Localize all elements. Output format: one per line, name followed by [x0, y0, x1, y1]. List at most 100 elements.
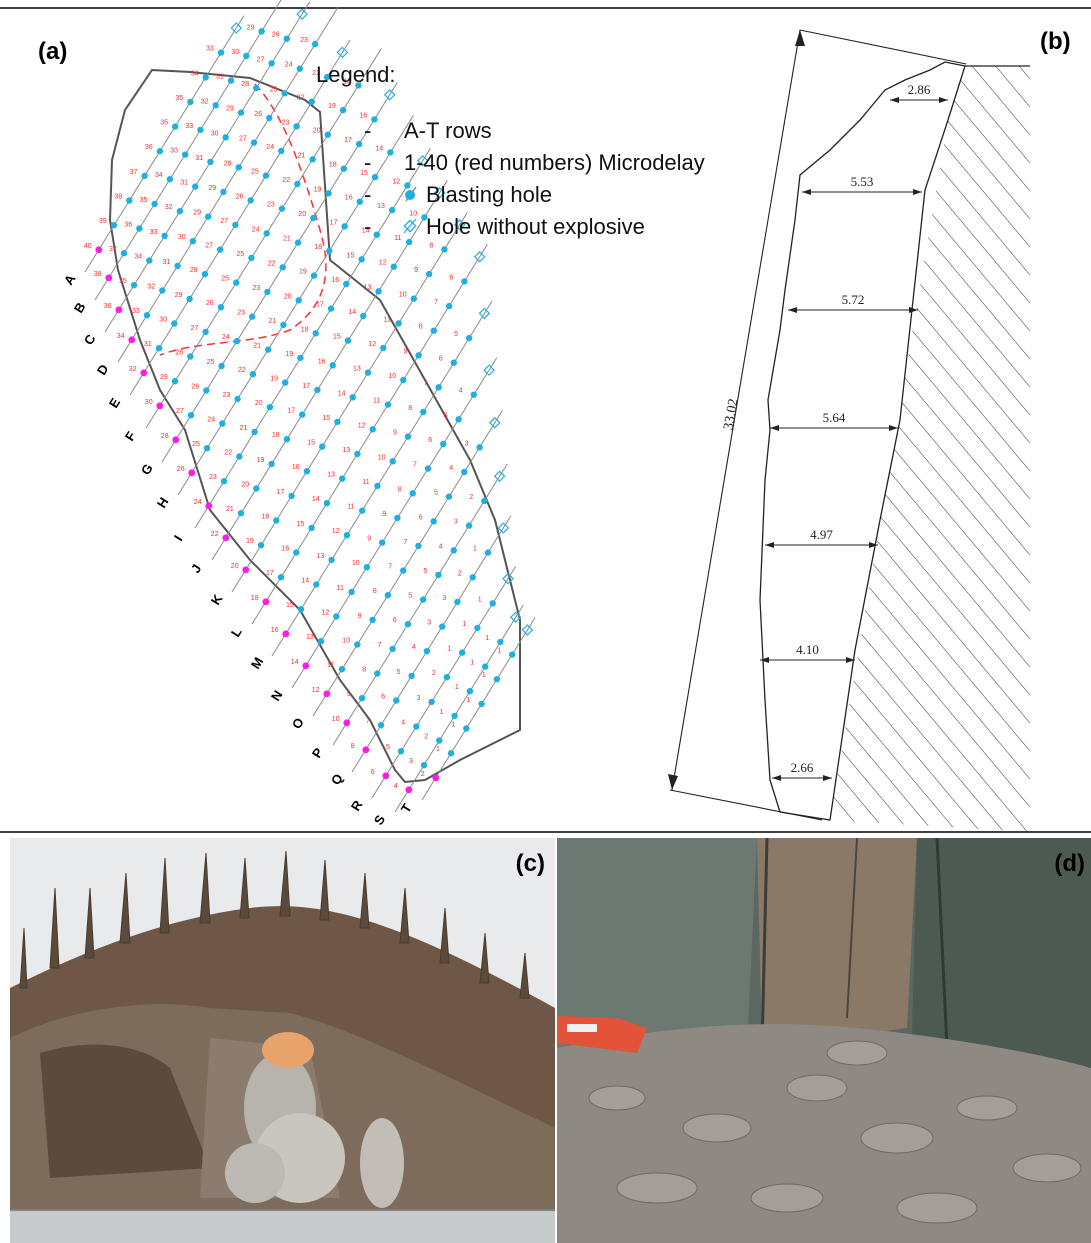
blasting-hole	[390, 263, 397, 270]
blasting-hole	[262, 172, 270, 179]
blasting-hole	[288, 492, 295, 500]
delay-number: 32	[129, 366, 137, 373]
blasting-hole	[297, 354, 304, 362]
blasting-hole	[174, 262, 181, 270]
blasting-photo: (c)	[10, 838, 555, 1243]
blasting-hole	[354, 641, 361, 648]
blasting-hole	[405, 238, 413, 246]
blasting-hole	[461, 278, 468, 285]
blasting-hole	[343, 532, 351, 539]
delay-number: 14	[362, 228, 370, 235]
legend-item-blasting-hole: - Blasting hole	[316, 182, 552, 214]
blasting-hole	[388, 206, 396, 214]
delay-number: 12	[392, 178, 400, 185]
blasting-hole	[233, 279, 240, 286]
blasting-hole	[408, 672, 415, 680]
blasting-hole	[454, 598, 461, 606]
legend-text: 1-40 (red numbers) Microdelay	[404, 150, 705, 175]
delay-number: 24	[194, 499, 202, 506]
delay-number: 27	[220, 218, 228, 225]
delay-number: 24	[252, 226, 260, 233]
contour-hole	[242, 566, 250, 574]
delay-number: 10	[388, 373, 396, 380]
dimension-arrow	[869, 542, 878, 548]
blasting-hole	[281, 90, 288, 97]
blasting-hole	[227, 77, 235, 84]
row-line	[421, 617, 536, 801]
delay-number: 1	[462, 621, 466, 628]
blasting-hole	[387, 149, 394, 156]
blasting-hole	[340, 165, 347, 172]
blasting-hole	[470, 391, 477, 398]
delay-number: 31	[195, 155, 203, 162]
delay-number: 5	[444, 412, 448, 419]
blasting-hole	[308, 98, 315, 105]
blasting-hole	[166, 176, 174, 183]
delay-number: 4	[412, 644, 416, 651]
dimension-arrow	[939, 97, 948, 103]
delay-number: 28	[190, 267, 198, 274]
blasting-hole	[371, 173, 379, 181]
blasting-hole	[451, 712, 458, 720]
row-label: I	[171, 533, 186, 544]
blasting-hole	[339, 475, 346, 482]
width-label: 5.72	[842, 292, 865, 307]
delay-number: 14	[338, 390, 346, 397]
legend-dash: -	[364, 150, 372, 175]
blasting-hole	[235, 164, 242, 171]
blasting-hole	[379, 539, 386, 546]
blasting-hole	[283, 436, 291, 443]
blasting-hole	[258, 28, 265, 35]
delay-number: 39	[99, 218, 107, 225]
delay-number: 8	[373, 588, 377, 595]
delay-number: 18	[314, 244, 322, 251]
blasting-hole	[355, 82, 362, 89]
height-label: 33.02	[721, 398, 741, 432]
blasting-hole	[327, 305, 335, 312]
blasting-hole	[404, 621, 412, 628]
legend: Legend: - A-T rows - 1-40 (red numbers) …	[316, 62, 705, 246]
width-label: 2.86	[908, 82, 931, 97]
delay-number: 32	[147, 284, 155, 291]
delay-number: 11	[347, 504, 354, 511]
delay-number: 8	[351, 743, 355, 750]
blasting-hole	[389, 645, 396, 653]
delay-number: 3	[417, 695, 421, 702]
blasting-hole	[151, 200, 158, 208]
delay-number: 13	[317, 553, 325, 560]
delay-number: 23	[267, 202, 275, 209]
delay-number: 17	[287, 408, 295, 415]
blasting-hole	[278, 205, 286, 212]
blasting-hole	[310, 214, 317, 222]
delay-number: 1	[485, 635, 489, 642]
delay-number: 9	[367, 536, 371, 543]
delay-number: 34	[155, 172, 163, 179]
blasting-hole	[172, 123, 179, 130]
empty-hole	[497, 522, 510, 534]
blasting-hole	[217, 304, 225, 311]
blasting-hole	[443, 674, 451, 681]
blasting-hole	[369, 616, 376, 624]
blasting-hole	[297, 606, 305, 613]
contour-hole	[95, 246, 103, 254]
blasting-hole	[250, 139, 258, 146]
delay-number: 25	[236, 251, 244, 258]
dimension-arrow	[846, 657, 855, 663]
blasting-hole	[222, 134, 229, 141]
delay-number: 23	[300, 37, 308, 44]
blasting-hole	[187, 412, 195, 419]
blasting-hole	[326, 247, 333, 255]
delay-number: 9	[347, 691, 351, 698]
delay-number: 30	[145, 399, 153, 406]
delay-number: 5	[454, 331, 458, 338]
width-label: 4.10	[796, 642, 819, 657]
delay-number: 4	[401, 720, 405, 727]
blasting-hole	[324, 131, 331, 138]
delay-number: 1	[440, 709, 444, 716]
blasting-hole	[126, 197, 133, 204]
blasting-hole	[371, 116, 378, 123]
delay-number: 4	[394, 783, 398, 790]
blasting-hole	[314, 386, 321, 394]
blasting-hole	[430, 327, 437, 334]
blasting-hole	[380, 344, 387, 352]
